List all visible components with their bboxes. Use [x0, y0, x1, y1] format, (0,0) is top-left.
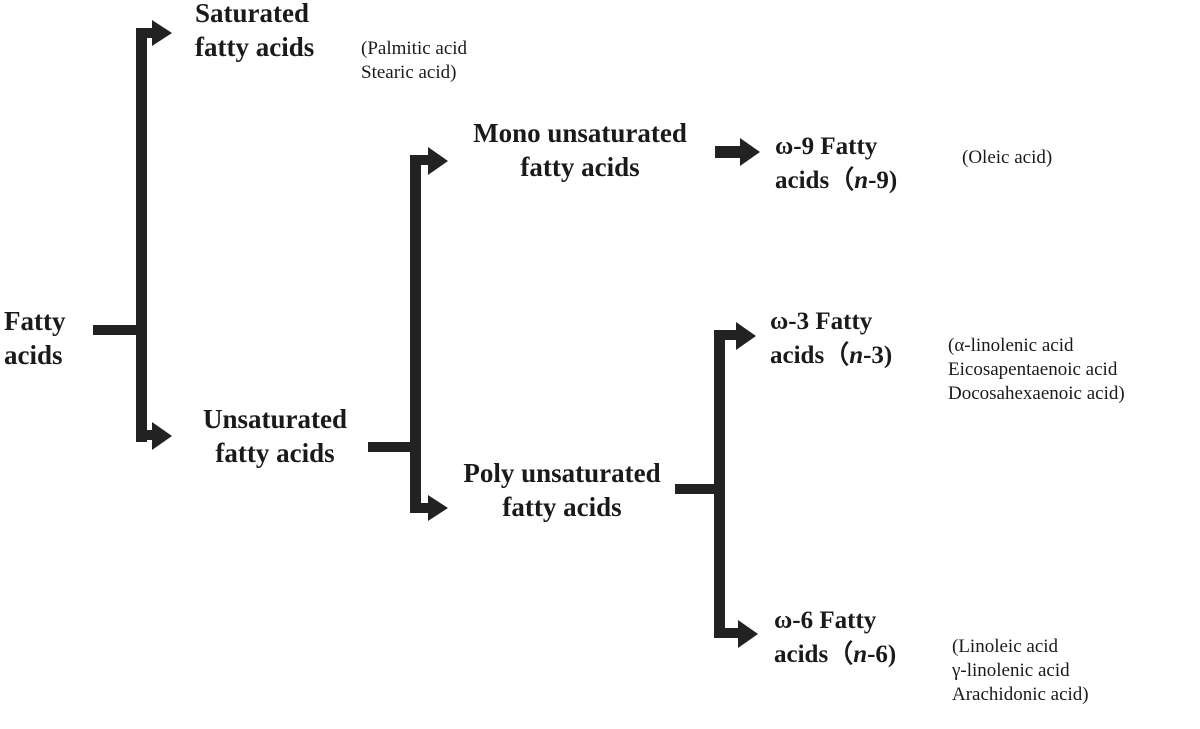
label-part: -3) — [863, 342, 893, 369]
node-label-line: ω-6 Fatty — [774, 607, 877, 634]
poly-connector — [675, 484, 723, 494]
node-omega6-fatty-acids: ω-6 Fatty acids（n-6) — [774, 604, 896, 672]
example-item: (α-linolenic acid — [948, 335, 1074, 356]
node-saturated-fatty-acids: Saturated fatty acids — [195, 0, 314, 64]
node-label-line: acids（n-6) — [774, 638, 896, 672]
node-label-line: fatty acids — [520, 152, 640, 182]
arrow-to-mono-icon — [428, 147, 448, 175]
node-label-line: acids（n-3) — [770, 339, 892, 373]
example-item: (Linoleic acid — [952, 636, 1059, 657]
label-part: -6) — [867, 641, 897, 668]
node-poly-unsaturated-fatty-acids: Poly unsaturated fatty acids — [432, 456, 692, 524]
label-part: -9) — [868, 167, 898, 194]
poly-vertical-bar — [714, 330, 725, 638]
arrow-to-unsaturated-icon — [152, 422, 172, 450]
arrow-to-omega6-icon — [738, 620, 758, 648]
arrow-to-omega3-icon — [736, 322, 756, 350]
node-label-line: acids（n-9) — [775, 164, 897, 198]
node-label-line: ω-9 Fatty — [775, 133, 878, 160]
label-part: n — [853, 641, 868, 668]
node-omega3-fatty-acids: ω-3 Fatty acids（n-3) — [770, 305, 892, 373]
example-item: Eicosapentaenoic acid — [948, 359, 1118, 380]
node-label-line: Fatty — [4, 306, 66, 336]
label-part: n — [854, 167, 869, 194]
node-label-line: fatty acids — [215, 438, 335, 468]
node-unsaturated-fatty-acids: Unsaturated fatty acids — [180, 402, 370, 470]
label-part: acids（ — [775, 167, 855, 194]
unsaturated-connector — [368, 442, 418, 452]
label-part: acids（ — [774, 641, 854, 668]
node-label-line: Mono unsaturated — [473, 118, 687, 148]
node-fatty-acids: Fatty acids — [4, 304, 65, 372]
node-label-line: fatty acids — [195, 32, 315, 62]
node-label-line: Saturated — [195, 0, 309, 28]
example-item: (Oleic acid) — [962, 147, 1053, 168]
arrow-to-saturated-icon — [152, 20, 172, 46]
example-item: Docosahexaenoic acid) — [948, 383, 1125, 404]
omega3-examples: (α-linolenic acid Eicosapentaenoic acid … — [948, 334, 1125, 406]
label-part: n — [849, 342, 864, 369]
root-connector — [93, 325, 140, 335]
arrow-to-omega9-icon — [740, 138, 760, 166]
saturated-examples: (Palmitic acid Stearic acid) — [361, 37, 467, 85]
node-label-line: Unsaturated — [202, 404, 347, 434]
label-part: acids（ — [770, 342, 850, 369]
node-label-line: Poly unsaturated — [463, 458, 661, 488]
root-vertical-bar — [136, 28, 147, 442]
node-label-line: fatty acids — [502, 492, 622, 522]
example-item: Stearic acid) — [361, 62, 457, 83]
example-item: γ-linolenic acid — [952, 660, 1070, 681]
omega6-examples: (Linoleic acid γ-linolenic acid Arachido… — [952, 635, 1089, 707]
node-omega9-fatty-acids: ω-9 Fatty acids（n-9) — [775, 130, 897, 198]
example-item: (Palmitic acid — [361, 38, 468, 59]
node-mono-unsaturated-fatty-acids: Mono unsaturated fatty acids — [440, 116, 720, 184]
unsaturated-vertical-bar — [410, 155, 421, 513]
example-item: Arachidonic acid) — [952, 684, 1089, 705]
node-label-line: acids — [4, 340, 63, 370]
omega9-examples: (Oleic acid) — [962, 146, 1052, 170]
node-label-line: ω-3 Fatty — [770, 308, 873, 335]
arrow-to-poly-icon — [428, 495, 448, 521]
